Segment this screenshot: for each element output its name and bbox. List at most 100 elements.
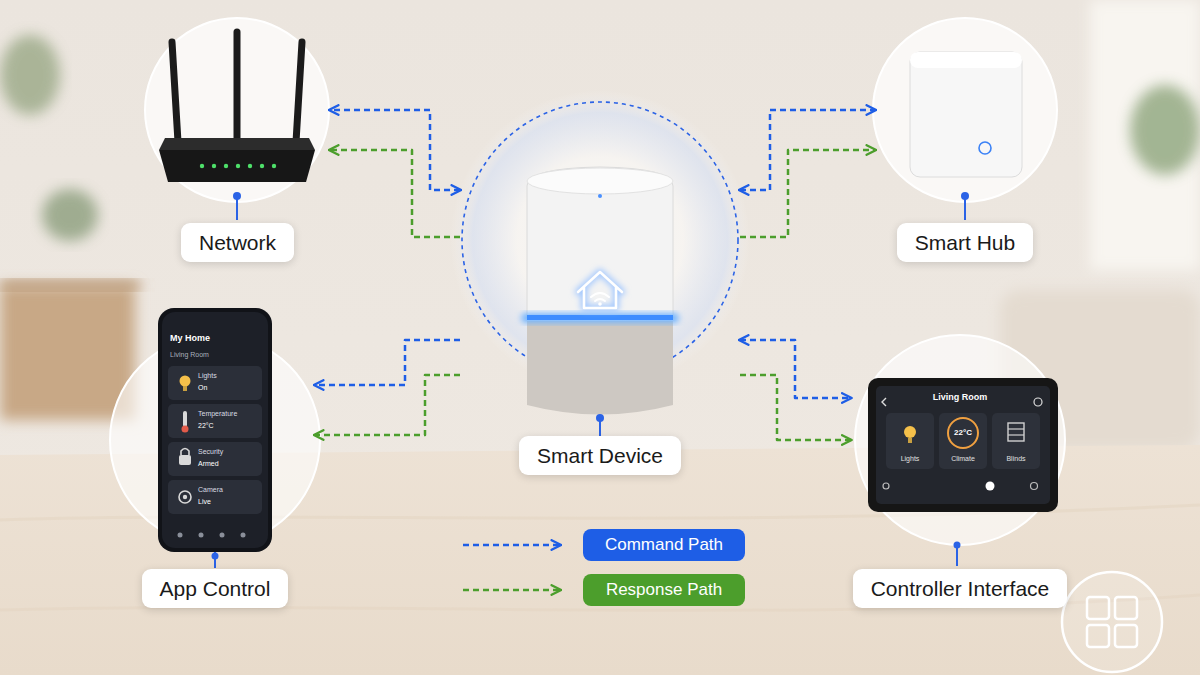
phone-illustration-part [220, 533, 225, 538]
node-label-pill: Network [181, 223, 294, 262]
screen-text: Armed [198, 460, 219, 467]
network-circle-part [212, 164, 216, 168]
tablet-illustration-part [886, 413, 934, 469]
node-label: App Control [160, 577, 271, 600]
phone-illustration-part [180, 376, 191, 387]
brand-logo-part [1115, 625, 1137, 647]
screen-text: 22°C [198, 422, 214, 429]
screen-text: Climate [939, 455, 987, 462]
tablet-illustration-part [883, 483, 889, 489]
hub-circle-part [979, 142, 991, 154]
room-background-part [0, 280, 140, 290]
node-label: Smart Hub [915, 231, 1015, 254]
flow-connector [740, 150, 875, 237]
smart-speaker-part [527, 168, 673, 194]
flow-connector [315, 340, 460, 385]
network-circle-part [233, 192, 241, 200]
tablet-illustration-part [882, 398, 886, 406]
hub-circle [873, 18, 1057, 220]
hub-circle-part [910, 52, 1022, 177]
network-circle-part [234, 32, 241, 140]
screen-text: Temperature [198, 410, 237, 417]
phone-illustration-part [179, 455, 191, 465]
flow-connector [330, 150, 460, 237]
smart-speaker-part [598, 302, 602, 306]
network-circle-part [272, 164, 276, 168]
hub-circle-part [873, 18, 1057, 202]
room-background-part [1130, 85, 1200, 175]
network-circle-part [224, 164, 228, 168]
network-circle-part [200, 164, 204, 168]
screen-text: Living Room [170, 351, 209, 358]
smart-speaker-part [521, 313, 679, 323]
device-node: Network [145, 20, 330, 262]
room-background-part [1090, 0, 1200, 270]
phone-illustration-part [168, 366, 262, 400]
tablet-illustration-part [992, 413, 1040, 469]
tablet-illustration-part [1008, 434, 1024, 435]
flow-connector [740, 340, 851, 398]
node-label-pill: App Control [142, 569, 289, 608]
tablet-illustration-part [1008, 423, 1024, 441]
screen-text: Lights [198, 372, 217, 379]
room-background-part [42, 189, 98, 241]
node-label: Controller Interface [871, 577, 1050, 600]
node-label-pill: Smart Hub [897, 223, 1033, 262]
room-background-part [0, 35, 60, 115]
node-label-pill: Smart Device [519, 436, 681, 475]
smart-speaker-part [596, 414, 604, 422]
phone-illustration-part [179, 491, 191, 503]
phone-illustration-part [178, 533, 183, 538]
legend-pill: Command Path [583, 529, 745, 561]
tablet-illustration-part [1008, 428, 1024, 429]
phone-illustration-part [181, 449, 189, 456]
phone-illustration-part [168, 480, 262, 514]
screen-text: Living Room [900, 393, 1020, 402]
screen-text: Live [198, 498, 211, 505]
hub-circle-part [910, 52, 1022, 68]
node-label: Network [199, 231, 276, 254]
flow-connector [740, 375, 851, 440]
screen-text: Security [198, 448, 223, 455]
legend-pill: Response Path [583, 574, 745, 606]
smart-speaker-part [578, 272, 622, 308]
smart-speaker-part [591, 293, 609, 301]
network-circle-part [296, 42, 302, 142]
phone-illustration-part [241, 533, 246, 538]
legend-samples-part [463, 589, 560, 592]
screen-text: Lights [886, 455, 934, 462]
phone-illustration-part [199, 533, 204, 538]
phone-illustration-part [168, 442, 262, 476]
smart-speaker-part [598, 194, 602, 198]
phone-illustration-part [158, 308, 272, 552]
screen-text: Camera [198, 486, 223, 493]
network-circle [145, 18, 329, 220]
phone-illustration-part [168, 404, 262, 438]
smart-speaker-part [527, 315, 673, 320]
device-node: Controller Interface [851, 335, 1070, 608]
brand-logo [1062, 572, 1162, 672]
tablet-illustration-part [954, 542, 961, 549]
tablet-illustration [855, 335, 1065, 566]
screen-text: On [198, 384, 207, 391]
tablet-illustration-part [855, 335, 1065, 545]
node-label: Smart Device [537, 444, 663, 467]
network-circle-part [159, 138, 315, 150]
tablet-illustration-part [904, 426, 916, 438]
room-background-part [0, 285, 135, 420]
smart-speaker [450, 90, 750, 436]
phone-illustration [110, 308, 320, 568]
legend-text: Command Path [605, 535, 723, 555]
smart-speaker-part [527, 167, 673, 318]
brand-logo-part [1062, 572, 1162, 672]
screen-text: Blinds [992, 455, 1040, 462]
smart-speaker-part [578, 272, 622, 308]
phone-illustration-part [162, 312, 268, 548]
network-circle-part [236, 164, 240, 168]
legend-samples-part [463, 544, 560, 547]
phone-illustration-part [183, 495, 187, 499]
brand-logo-part [1087, 625, 1109, 647]
